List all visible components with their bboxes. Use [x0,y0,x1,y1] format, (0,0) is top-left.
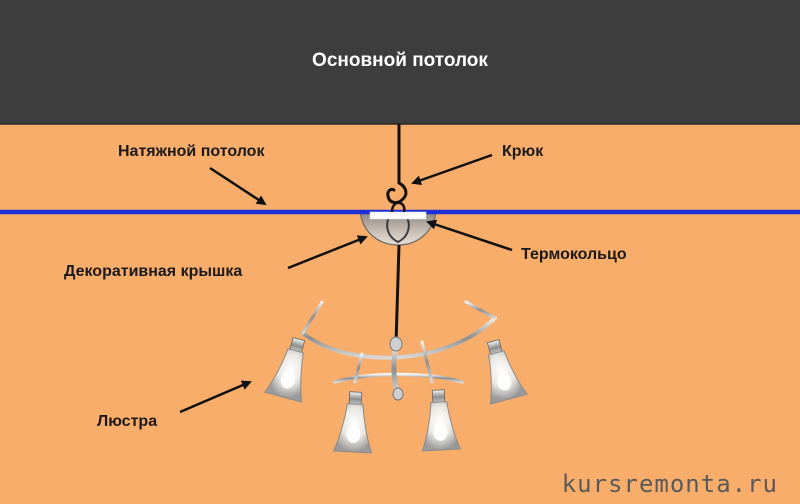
arm-far-right [464,300,497,320]
lamp-far-left [264,337,306,403]
hook-loop [390,201,406,213]
lamp-mid-right [421,389,462,452]
lamp-mid-left [332,391,373,454]
arm-far-left [301,300,324,335]
chandelier-label: Люстра [97,413,158,430]
hook-label: Крюк [502,143,544,160]
frame-hub [389,336,403,352]
chandelier-frame [301,300,497,401]
decor-cover-label: Декоративная крышка [64,263,243,280]
lamp-glow [280,370,296,389]
arrow-decor-cover [287,235,368,270]
main-ceiling-label: Основной потолок [312,50,488,71]
arrow-hook [411,153,493,186]
decorative-cap-inner-loop [386,213,410,244]
chandelier-wire [394,244,401,345]
arrow-stretch-ceiling [209,166,267,206]
frame-lower-arc [333,372,464,384]
lamp-far-right [486,339,528,405]
frame-bottom-hub [392,387,404,401]
site-watermark: kursremonta.ru [561,470,778,498]
frame-stem [391,341,401,397]
thermo-ring-label: Термокольцо [521,246,627,263]
arrow-chandelier [179,380,252,414]
lamp-glow [496,372,512,391]
lamp-glow [346,424,361,443]
arrow-thermo-ring [426,219,513,252]
lamp-glow [433,422,448,441]
main-ceiling-block [0,0,800,124]
hook [386,181,408,205]
stretch-ceiling-label: Натяжной потолок [118,143,265,160]
arm-mid-left [353,352,364,384]
thermo-ring [369,211,427,220]
arm-mid-right [420,340,434,384]
